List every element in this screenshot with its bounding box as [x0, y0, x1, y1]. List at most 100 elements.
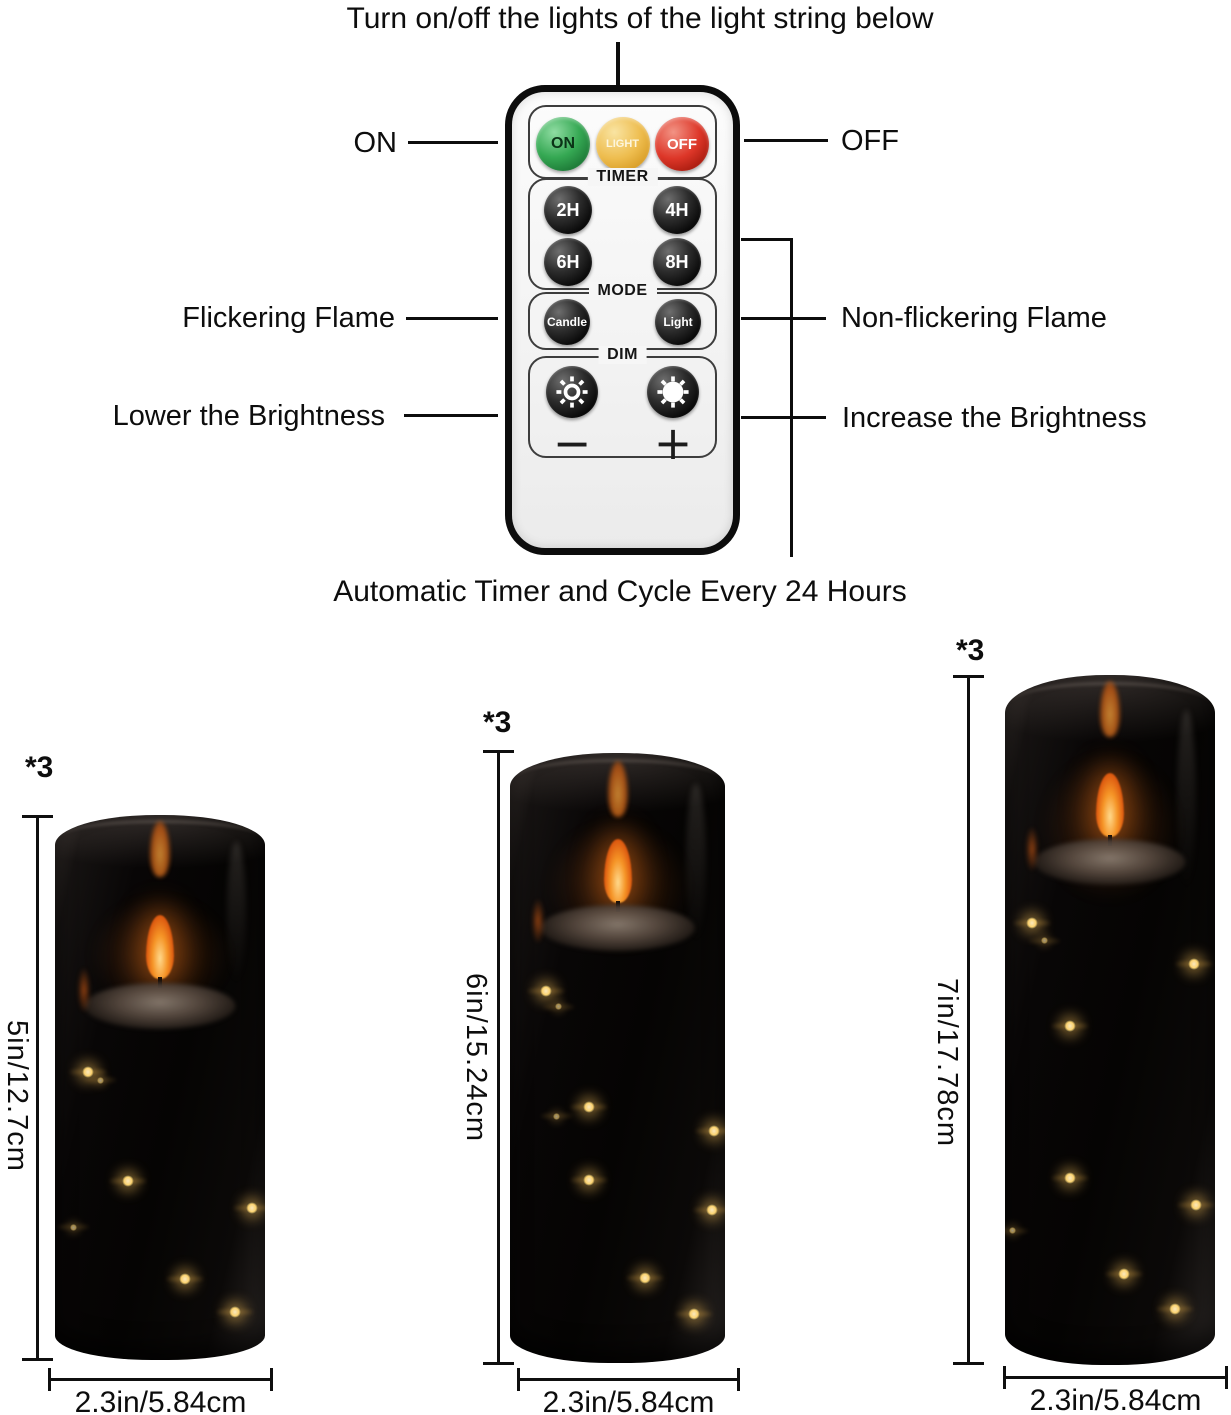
bottom-caption: Automatic Timer and Cycle Every 24 Hours — [333, 575, 907, 608]
callout-non-flickering-flame: Non-flickering Flame — [841, 302, 1107, 334]
fairy-light — [583, 1100, 596, 1113]
fairy-light — [1026, 916, 1038, 929]
fairy-light — [1063, 1171, 1076, 1184]
fairy-light — [1118, 1268, 1131, 1281]
fairy-light — [69, 1223, 77, 1231]
flickering-callout-line — [406, 317, 498, 320]
mode-button-group: MODE Candle Light — [528, 282, 717, 350]
timer-8h-label: 8H — [665, 251, 689, 272]
fairy-light — [122, 1174, 135, 1187]
flame-reflection — [150, 821, 170, 877]
flame — [603, 839, 632, 903]
wick — [158, 977, 162, 988]
quantity-label: *3 — [25, 751, 54, 784]
callout-lower-brightness: Lower the Brightness — [112, 400, 385, 432]
mode-candle-label: Candle — [546, 315, 587, 329]
timer-2h-button: 2H — [544, 186, 592, 234]
width-label: 2.3in/5.84cm — [1029, 1384, 1202, 1415]
fairy-light — [553, 1112, 560, 1120]
candle-photo-large — [1005, 675, 1215, 1365]
candle-photo-small — [55, 815, 265, 1360]
fairy-light — [555, 1003, 563, 1011]
mode-light-button: Light — [655, 299, 701, 345]
light-button-label: LIGHT — [606, 138, 639, 150]
quantity-label: *3 — [483, 706, 512, 739]
height-measure-line — [483, 750, 514, 1365]
timer-button-group: TIMER 2H 4H 6H 8H — [528, 168, 717, 290]
glass-flame-reflection — [78, 967, 91, 1012]
fairy-light — [705, 1204, 718, 1217]
glass-highlight — [227, 842, 247, 984]
mode-light-label: Light — [663, 315, 693, 329]
timer-bracket-tick — [741, 238, 793, 241]
glass-rim — [516, 759, 719, 796]
lower-callout-line — [404, 414, 498, 417]
wax-surface — [1034, 839, 1186, 885]
height-label: 7in/17.78cm — [931, 978, 963, 1147]
flame-reflection — [607, 761, 628, 817]
candle-photo-medium — [510, 753, 725, 1363]
fairy-light — [246, 1201, 259, 1214]
timer-4h-label: 4H — [665, 199, 689, 220]
timer-6h-button: 6H — [544, 238, 592, 286]
height-measure-line — [953, 675, 984, 1365]
flame-reflection — [1100, 681, 1120, 737]
fairy-light — [1168, 1302, 1181, 1315]
width-measure-line — [517, 1368, 740, 1391]
timer-group-label: TIMER — [587, 168, 658, 186]
fairy-light — [707, 1125, 720, 1138]
on-callout-line — [408, 141, 498, 144]
light-button: LIGHT — [595, 117, 650, 171]
width-label: 2.3in/5.84cm — [74, 1386, 247, 1415]
glass-highlight — [1177, 709, 1197, 889]
fairy-light — [178, 1272, 191, 1285]
wax-surface — [540, 905, 695, 951]
fairy-light — [1009, 1227, 1017, 1234]
height-measure-line — [22, 815, 53, 1361]
fairy-light — [1063, 1020, 1076, 1032]
off-callout-line — [744, 139, 828, 142]
dim-group-label: DIM — [598, 346, 647, 364]
glass-flame-reflection — [531, 899, 544, 944]
width-measure-line — [48, 1368, 273, 1391]
top-connector-line — [616, 42, 620, 88]
fairy-light — [639, 1271, 651, 1284]
timer-bracket-line — [790, 238, 793, 557]
minus-sign: − — [552, 416, 592, 470]
bright-sun-icon — [657, 376, 689, 408]
fairy-light — [540, 984, 553, 997]
quantity-label: *3 — [956, 634, 985, 667]
fairy-light — [1189, 1199, 1202, 1212]
height-label: 5in/12.7cm — [1, 1020, 33, 1172]
dim-button-group: DIM — [528, 346, 717, 466]
off-button-label: OFF — [667, 135, 697, 153]
width-measure-line — [1003, 1366, 1228, 1389]
timer-4h-button: 4H — [653, 186, 701, 234]
glass-highlight — [686, 783, 706, 943]
fairy-light — [229, 1305, 242, 1318]
callout-flickering-flame: Flickering Flame — [182, 302, 395, 334]
fairy-light — [688, 1308, 701, 1321]
callout-off: OFF — [841, 125, 899, 157]
timer-6h-label: 6H — [556, 251, 580, 272]
mode-group-label: MODE — [588, 282, 657, 300]
timer-8h-button: 8H — [653, 238, 701, 286]
glass-flame-reflection — [1026, 826, 1038, 871]
on-button: ON — [536, 117, 590, 171]
height-label: 6in/15.24cm — [460, 973, 492, 1142]
fairy-light — [97, 1076, 104, 1084]
power-button-group: ON LIGHT OFF — [528, 105, 717, 179]
mode-candle-button: Candle — [544, 299, 590, 345]
dim-sun-icon — [556, 376, 588, 408]
fairy-light — [1187, 957, 1200, 970]
width-label: 2.3in/5.84cm — [542, 1386, 715, 1415]
flame — [1096, 773, 1124, 837]
on-button-label: ON — [551, 135, 575, 152]
fairy-light — [1040, 937, 1048, 945]
off-button: OFF — [655, 117, 709, 171]
callout-increase-brightness: Increase the Brightness — [842, 402, 1147, 434]
increase-callout-line — [741, 416, 826, 419]
dim-up-button — [647, 366, 699, 418]
remote-control: ON LIGHT OFF TIMER 2H 4H — [505, 85, 740, 555]
